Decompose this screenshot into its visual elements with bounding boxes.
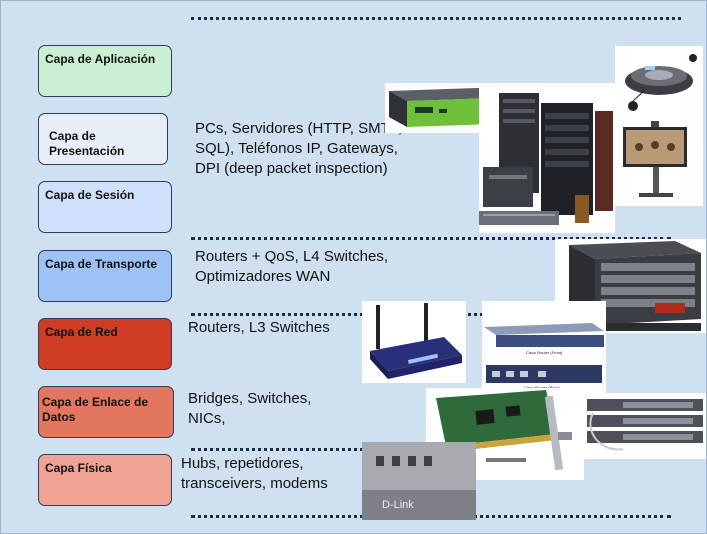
server-rack-icon [479,83,615,233]
layer-label: Capa de Presentación [49,129,125,158]
desc-transport: Routers + QoS, L4 Switches, Optimizadore… [195,248,389,285]
desc-physical: Hubs, repetidores, transceivers, modems [181,455,328,492]
layer-physical: Capa Física [38,454,172,506]
layer-label: Capa de Aplicación [45,52,156,66]
layer-datalink: Capa de Enlace de Datos [38,386,174,438]
conference-phone-icon [615,46,703,119]
layer-network: Capa de Red [38,318,172,370]
layer-presentation: Capa de Presentación [38,113,168,165]
hub-icon: D-Link [362,442,476,520]
chassis-router-icon [555,239,706,333]
switch-stack-icon [583,393,706,459]
layer-label: Capa de Transporte [45,257,158,271]
router-front-label: Cisco Router (Front) [526,350,563,355]
cisco-router-icon: Cisco Router (Front) Cisco Router (Back) [482,301,606,393]
wireless-router-icon [362,301,466,383]
desc-upper-layers: PCs, Servidores (HTTP, SMTP, SQL), Teléf… [195,120,402,177]
layer-session: Capa de Sesión [38,181,172,233]
desc-network: Routers, L3 Switches [188,319,330,336]
layer-label: Capa Física [45,461,112,475]
network-card-icon [426,388,584,480]
layer-label: Capa de Red [45,325,118,339]
video-conference-icon [615,119,703,206]
router-back-label: Cisco Router (Back) [524,385,560,390]
separator-top [191,17,681,20]
layer-transport: Capa de Transporte [38,250,172,302]
separator-transport-top [191,237,671,240]
desc-datalink: Bridges, Switches, NICs, [188,390,312,427]
layer-label: Capa de Enlace de Datos [42,395,149,424]
layer-label: Capa de Sesión [45,188,135,202]
layer-application: Capa de Aplicación [38,45,172,97]
hub-brand: D-Link [382,499,414,511]
